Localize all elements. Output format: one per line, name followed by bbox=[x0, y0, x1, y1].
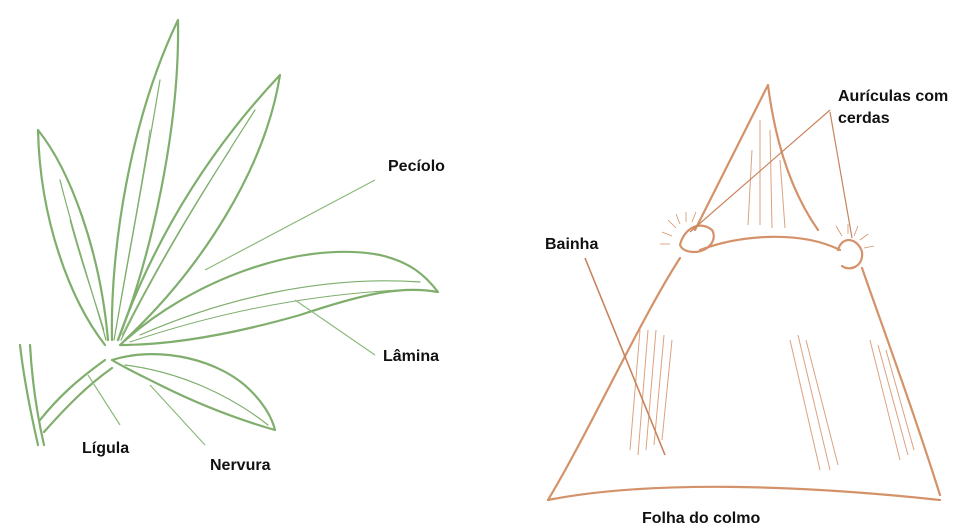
leader-auricula-left bbox=[690, 110, 830, 232]
culm-blade bbox=[695, 85, 818, 230]
leaf-4 bbox=[120, 252, 438, 345]
label-auriculas-line1: Aurículas com bbox=[838, 88, 948, 106]
label-bainha: Bainha bbox=[545, 236, 598, 254]
leader-lamina bbox=[295, 300, 375, 355]
leader-bainha bbox=[585, 258, 665, 455]
sheath-outline bbox=[548, 258, 680, 500]
leader-peciolo bbox=[205, 180, 375, 270]
leader-ligula bbox=[88, 375, 120, 425]
label-lamina: Lâmina bbox=[383, 348, 439, 366]
label-ligula: Lígula bbox=[82, 440, 129, 458]
caption-folha-do-colmo: Folha do colmo bbox=[642, 510, 760, 528]
label-peciolo: Pecíolo bbox=[388, 158, 445, 176]
label-auriculas-line2: cerdas bbox=[838, 110, 890, 128]
auricle-left bbox=[680, 226, 714, 252]
label-nervura: Nervura bbox=[210, 457, 270, 475]
leaf-5 bbox=[112, 354, 275, 430]
leader-auricula-right bbox=[830, 112, 852, 238]
bamboo-branch-illustration bbox=[0, 0, 480, 532]
auricle-right bbox=[838, 240, 862, 268]
